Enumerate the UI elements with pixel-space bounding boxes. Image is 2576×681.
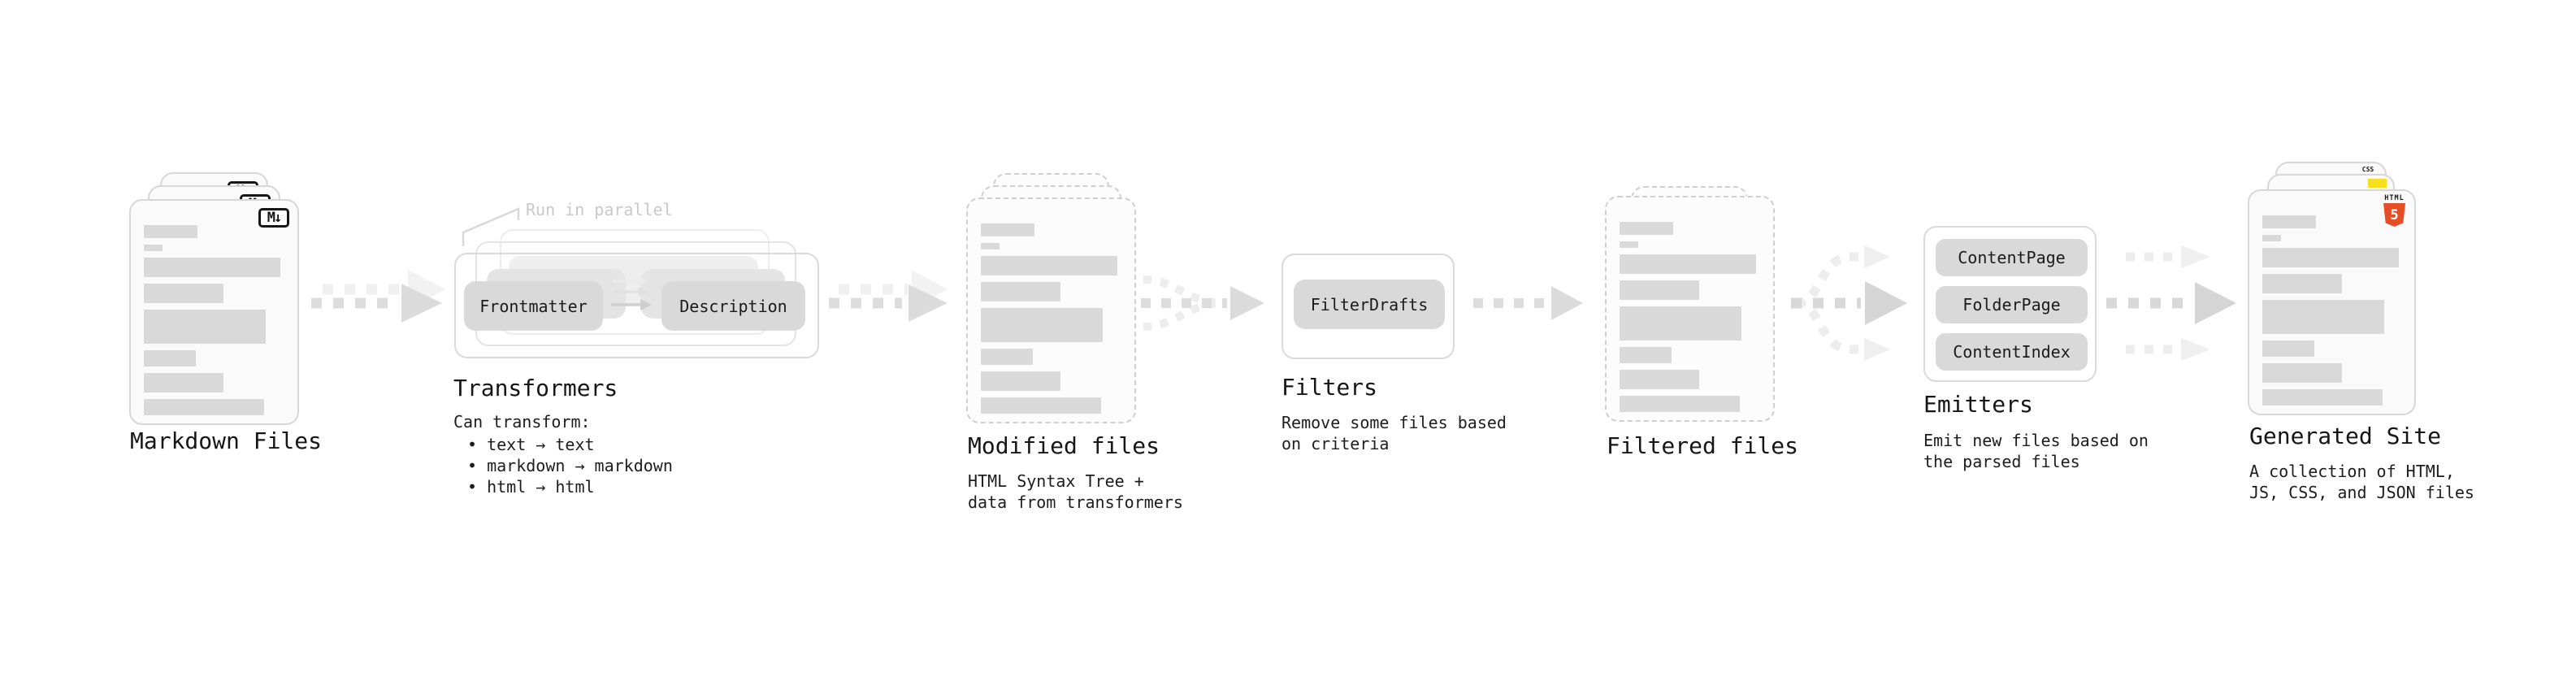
- modified-files-caption: HTML Syntax Tree + data from transformer…: [968, 471, 1183, 512]
- placeholder-bar: [981, 349, 1033, 365]
- placeholder-bar: [144, 310, 266, 344]
- placeholder-bar: [981, 308, 1103, 342]
- transformers-bullet-list: • text → text • markdown → markdown • ht…: [467, 434, 673, 497]
- placeholder-text-bars: [981, 223, 1117, 414]
- arrow-emitters-to-generated-bottom: [2126, 338, 2210, 361]
- placeholder-bar: [981, 223, 1034, 236]
- placeholder-bar: [2262, 235, 2281, 241]
- placeholder-bar: [144, 245, 163, 251]
- emitters-caption: Emit new files based on the parsed files: [1923, 431, 2149, 471]
- placeholder-text-bars: [1620, 222, 1756, 412]
- markdown-file-card-front: M↓: [129, 199, 299, 425]
- placeholder-bar: [144, 284, 223, 303]
- transformer-container-front: Frontmatter Description: [454, 253, 819, 358]
- stage-title-modified-files: Modified files: [968, 432, 1160, 459]
- placeholder-bar: [1620, 254, 1756, 274]
- html5-numeral: 5: [2390, 206, 2399, 223]
- placeholder-bar: [144, 399, 264, 415]
- bullet-item: • markdown → markdown: [467, 456, 673, 475]
- placeholder-bar: [981, 243, 1000, 249]
- arrow-emitters-to-generated-middle: [2106, 282, 2236, 324]
- stage-title-filtered-files: Filtered files: [1607, 432, 1799, 459]
- placeholder-bar: [144, 258, 280, 277]
- emitter-pill-contentpage: ContentPage: [1936, 239, 2088, 276]
- markdown-icon: M↓: [258, 208, 289, 228]
- placeholder-bar: [981, 397, 1101, 414]
- stage-title-markdown-files: Markdown Files: [130, 427, 323, 454]
- stage-title-filters: Filters: [1281, 374, 1378, 401]
- modified-file-card-front: [966, 197, 1136, 423]
- transformer-pill-frontmatter: Frontmatter: [464, 281, 603, 331]
- arrow-markdown-to-transformers: [311, 284, 442, 323]
- placeholder-bar: [981, 282, 1060, 301]
- arrow-markdown-to-transformers-ghost: [323, 270, 446, 309]
- arrow-emitters-to-generated-top: [2126, 245, 2210, 268]
- transformer-pill-description: Description: [661, 281, 805, 331]
- placeholder-bar: [1620, 396, 1740, 412]
- placeholder-text-bars: [2262, 215, 2399, 406]
- placeholder-bar: [144, 225, 197, 238]
- placeholder-bar: [2262, 363, 2342, 383]
- html5-icon: HTML 5: [2383, 195, 2405, 227]
- stage-title-transformers: Transformers: [453, 375, 618, 401]
- arrow-modified-to-filters: [1141, 275, 1264, 331]
- stage-title-emitters: Emitters: [1923, 391, 2033, 418]
- run-in-parallel-annotation: Run in parallel: [526, 200, 673, 219]
- css-badge-text: CSS: [2361, 166, 2374, 173]
- emitter-pill-folderpage: FolderPage: [1936, 286, 2088, 323]
- placeholder-bar: [2262, 215, 2316, 228]
- generated-site-caption: A collection of HTML, JS, CSS, and JSON …: [2249, 462, 2474, 502]
- parallel-flow-arrows-icon: [611, 276, 652, 310]
- html5-shield: 5: [2383, 203, 2405, 227]
- arrow-transformers-to-modified-ghost: [839, 270, 948, 309]
- placeholder-bar: [981, 371, 1060, 391]
- placeholder-bar: [1620, 347, 1672, 363]
- placeholder-bar: [2262, 340, 2314, 357]
- arrow-filtered-to-emitters: [1791, 245, 1907, 361]
- filters-container: FilterDrafts: [1281, 254, 1455, 359]
- placeholder-bar: [981, 256, 1117, 275]
- placeholder-bar: [1620, 370, 1699, 389]
- placeholder-bar: [1620, 306, 1741, 340]
- filtered-file-card-front: [1605, 196, 1775, 422]
- placeholder-bar: [2262, 300, 2384, 334]
- placeholder-bar: [1620, 222, 1673, 235]
- placeholder-bar: [144, 373, 223, 393]
- arrow-transformers-to-modified: [829, 284, 948, 322]
- emitters-container: ContentPage FolderPage ContentIndex: [1923, 226, 2097, 382]
- bullet-item: • html → html: [467, 477, 595, 497]
- placeholder-bar: [144, 350, 196, 367]
- js-file-icon: [2368, 179, 2387, 188]
- filters-caption: Remove some files based on criteria: [1281, 413, 1507, 453]
- placeholder-bar: [2262, 248, 2399, 267]
- placeholder-bar: [2262, 389, 2383, 406]
- generated-html-file-card: HTML 5: [2248, 189, 2416, 415]
- placeholder-bar: [1620, 280, 1699, 300]
- stage-title-generated-site: Generated Site: [2249, 423, 2442, 449]
- filter-pill-filterdrafts: FilterDrafts: [1294, 280, 1445, 329]
- emitter-pill-contentindex: ContentIndex: [1936, 333, 2088, 371]
- placeholder-text-bars: [144, 225, 280, 415]
- transformers-caption: Can transform:: [453, 412, 591, 432]
- bullet-item: • text → text: [467, 435, 595, 454]
- arrow-filters-to-filtered: [1473, 286, 1583, 320]
- html5-wordmark: HTML: [2384, 194, 2405, 202]
- placeholder-bar: [1620, 241, 1638, 248]
- placeholder-bar: [2262, 274, 2342, 293]
